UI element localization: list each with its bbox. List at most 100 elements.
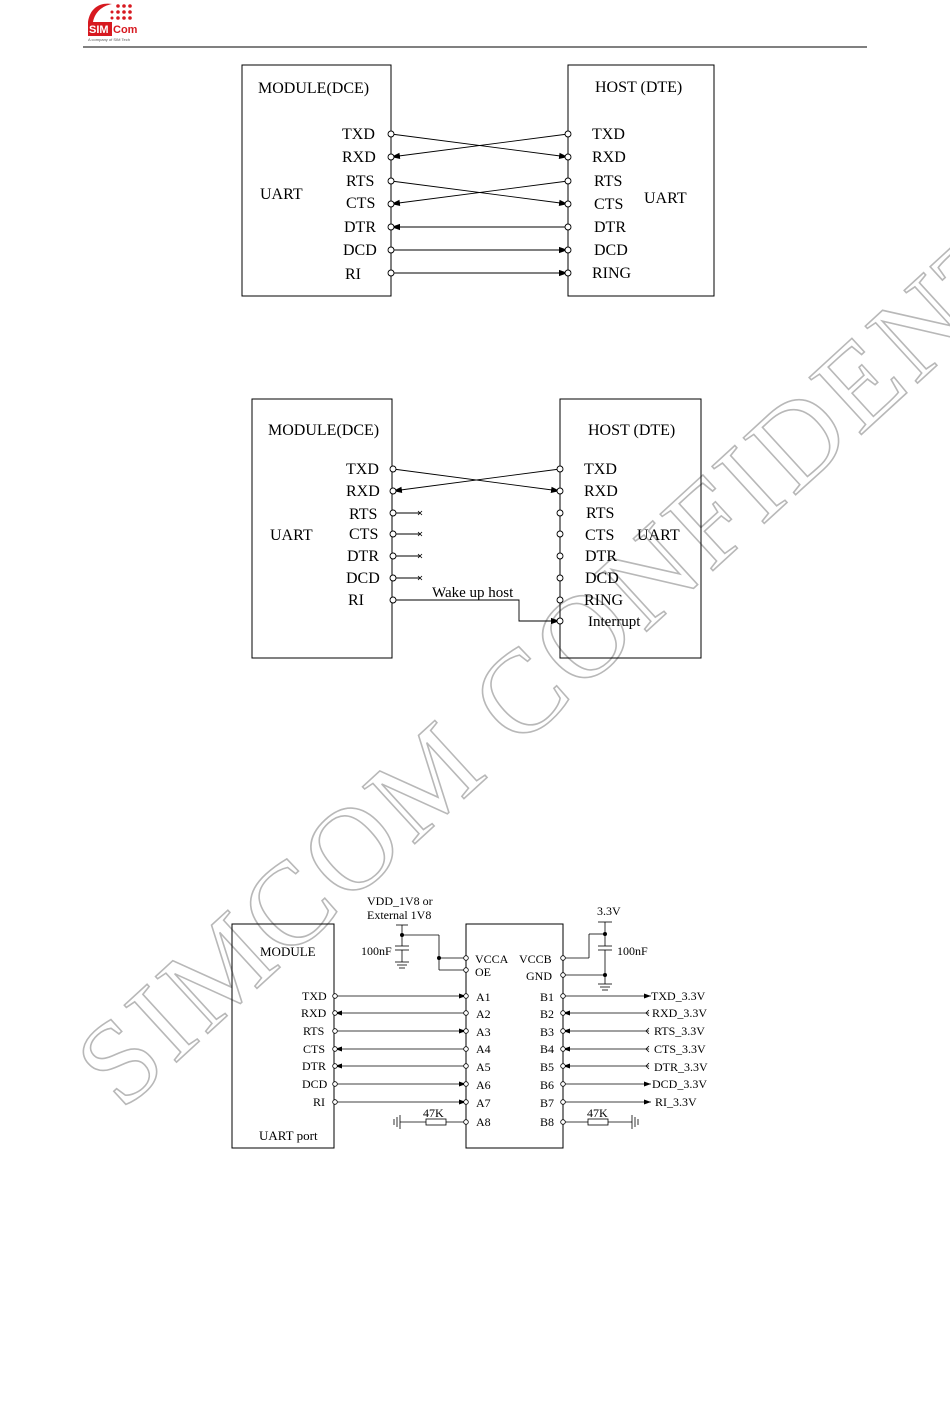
d3-chip-box [465,923,564,1149]
d2-wake-label: Wake up host [432,585,514,601]
d3-chip-b3: B3 [540,1025,554,1039]
d2-host-pin-dtr: DTR [585,548,617,565]
d3-chip-b6: B6 [540,1078,554,1092]
d1-module-pin-ri: RI [345,266,361,283]
d3-host-signal-ri: RI_3.3V [655,1095,697,1109]
d1-module-pin-rts: RTS [346,173,374,190]
d1-module-pin-txd: TXD [342,126,375,143]
d3-module-box [231,923,335,1149]
d3-chip-oe: OE [475,965,491,979]
d1-host-pin-ring: RING [592,265,632,282]
d3-chip-a1: A1 [476,990,491,1004]
logo-text-a: SIM [89,24,109,36]
d3-module-pin-dtr: DTR [302,1059,326,1073]
d3-supply-a-line1: VDD_1V8 or [367,894,433,908]
d3-supply-b: 3.3V [597,904,621,918]
d2-host-box [559,398,702,659]
d1-module-pin-dcd: DCD [343,242,377,259]
d1-wire-txd-rxd-host [390,133,569,159]
d3-host-signal-cts: CTS_3.3V [654,1042,706,1056]
d2-host-uart: UART [637,527,680,544]
d2-nc-marks [417,510,423,581]
d3-chip-b8: B8 [540,1115,554,1129]
d3-chip-a5: A5 [476,1060,491,1074]
d3-b-wires [563,993,651,1105]
d1-host-pin-cts: CTS [594,196,623,213]
d3-module-pin-dcd: DCD [302,1077,328,1091]
d1-host-title: HOST (DTE) [595,79,682,96]
d3-res-a: 47K [423,1106,444,1120]
d3-chip-vcca: VCCA [475,952,509,966]
d1-module-pin-dtr: DTR [344,219,376,236]
d3-resistor-b [563,1115,639,1129]
diagram3: MODULE UART port TXD RXD RTS CTS DTR DCD… [231,894,708,1149]
d2-module-pin-rts: RTS [349,506,377,523]
d3-chip-b4: B4 [540,1042,554,1056]
d3-chip-a4: A4 [476,1042,491,1056]
d3-supply-a-line2: External 1V8 [367,908,431,922]
d3-pin-circles [332,955,566,1125]
d2-wires [392,468,561,625]
d3-host-signal-rxd: RXD_3.3V [652,1006,707,1020]
d1-host-pin-rxd: RXD [592,149,626,166]
d3-module-pin-rxd: RXD [301,1006,327,1020]
d1-module-pin-cts: CTS [346,195,375,212]
d2-module-pin-rxd: RXD [346,483,380,500]
d1-host-box [567,64,715,297]
d3-chip-vccb: VCCB [519,952,552,966]
d3-input-chevrons [645,1009,650,1070]
d3-resistor-a [393,1115,466,1129]
d3-chip-a8: A8 [476,1115,491,1129]
d2-host-pin-dcd: DCD [585,570,619,587]
d3-module-pin-cts: CTS [303,1042,325,1056]
logo-text-b: Com [113,24,138,36]
d3-junctions-b [603,932,607,977]
d2-module-title: MODULE(DCE) [268,422,379,439]
d3-host-signal-rts: RTS_3.3V [654,1024,705,1038]
simcom-logo: SIM Com A company of SIM Tech [88,3,138,42]
d2-module-pin-dtr: DTR [347,548,379,565]
d1-module-uart: UART [260,186,303,203]
logo-tagline: A company of SIM Tech [88,37,130,42]
d3-chip-b2: B2 [540,1007,554,1021]
d3-chip-a3: A3 [476,1025,491,1039]
d1-host-pin-dtr: DTR [594,219,626,236]
d1-host-pin-dcd: DCD [594,242,628,259]
d2-module-uart: UART [270,527,313,544]
d3-cap-a: 100nF [361,944,392,958]
d1-host-uart: UART [644,190,687,207]
d3-a-wires [335,993,466,1105]
d2-module-pin-cts: CTS [349,526,378,543]
d2-module-box [251,398,393,659]
d2-host-pin-txd: TXD [584,461,617,478]
d2-host-pin-interrupt: Interrupt [588,614,641,630]
d3-host-signal-txd: TXD_3.3V [651,989,706,1003]
diagram1: MODULE(DCE) HOST (DTE) UART UART TXD RXD… [241,64,715,297]
d1-pin-circles [387,130,572,277]
d3-res-b: 47K [587,1106,608,1120]
d1-wires [390,133,569,277]
d1-wire-rts-cts-host [390,180,569,206]
d3-module-pin-txd: TXD [302,989,327,1003]
d2-host-pin-rxd: RXD [584,483,618,500]
d2-host-title: HOST (DTE) [588,422,675,439]
d3-chip-a2: A2 [476,1007,491,1021]
d3-chip-a7: A7 [476,1096,491,1110]
d3-cap-b: 100nF [617,944,648,958]
d1-host-pin-rts: RTS [594,173,622,190]
logo-sim-badge [88,22,112,36]
d3-host-signal-dcd: DCD_3.3V [652,1077,707,1091]
d2-wire-ri-wake [393,599,560,625]
d3-module-pin-rts: RTS [303,1024,324,1038]
logo-swoosh-icon [88,3,112,22]
d3-junctions-a [400,933,441,960]
d3-chip-gnd: GND [526,969,552,983]
d3-chip-b7: B7 [540,1096,554,1110]
d2-host-pin-cts: CTS [585,527,614,544]
logo-dots-icon [110,4,132,20]
d2-module-pin-ri: RI [348,592,364,609]
d2-host-pin-ring: RING [584,592,624,609]
d3-power-a [395,924,466,971]
diagram2: MODULE(DCE) HOST (DTE) UART UART TXD RXD… [251,398,702,659]
d3-chip-b1: B1 [540,990,554,1004]
